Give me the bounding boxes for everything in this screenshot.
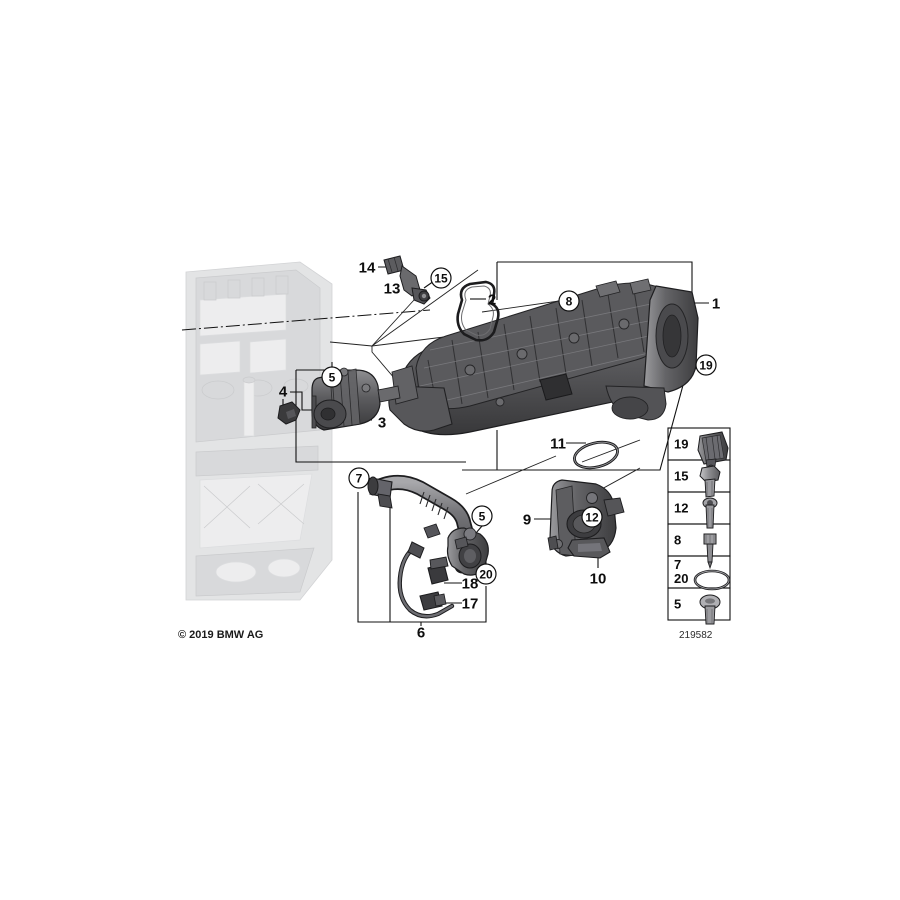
callout-text: 5 [479, 509, 486, 523]
callout-text: 19 [699, 358, 713, 372]
legend-number: 20 [674, 571, 688, 586]
callout-circle [430, 267, 452, 289]
callout-circle [475, 563, 497, 585]
callout-5-round-head-bolt-pipe: 5 [471, 505, 493, 527]
callout-text: 4 [279, 384, 288, 401]
socket-head-bolt-icon [702, 497, 718, 529]
callout-text: 15 [434, 271, 448, 285]
callout-14-sensor-plug: 14 [359, 260, 376, 277]
callout-12-socket-head-bolt: 12 [581, 506, 603, 528]
callout-text: 20 [479, 567, 493, 581]
callout-6-coolant-pipe-assembly: 6 [417, 625, 425, 642]
actuator-motor [311, 367, 401, 431]
callout-circle [581, 506, 603, 528]
callout-circle [321, 366, 343, 388]
callout-5-round-head-bolt: 5 [321, 366, 343, 388]
intake-manifold-assembly [388, 278, 699, 436]
callout-10-throttle-body-gasket: 10 [590, 571, 607, 588]
callout-19-hose-clamp: 19 [695, 354, 717, 376]
callout-text: 13 [384, 281, 401, 298]
legend-number: 5 [674, 597, 681, 612]
round-head-bolt-icon [699, 594, 721, 625]
o-ring-icon [693, 569, 731, 591]
callout-text: 12 [585, 510, 599, 524]
callout-text: 1 [712, 296, 720, 313]
callout-text: 11 [550, 436, 566, 453]
callout-text: 17 [462, 596, 479, 613]
callout-text: 18 [462, 576, 479, 593]
hex-bolt-icon [699, 465, 721, 498]
callout-circle [348, 467, 370, 489]
callout-text: 7 [356, 471, 363, 485]
center-axis-line [181, 309, 431, 331]
legend-row [667, 587, 731, 621]
diagram-id-text: 219582 [679, 630, 713, 641]
callout-text: 8 [566, 294, 573, 308]
hose-clamp-icon [697, 431, 729, 472]
legend-table: 19 15 12 8 720 5 [667, 427, 731, 621]
callout-7-o-ring: 7 [348, 467, 370, 489]
callout-9-throttle-body: 9 [523, 512, 531, 529]
callout-18-connector-large: 18 [462, 576, 479, 593]
copyright-text: © 2019 BMW AG [178, 629, 263, 641]
stud-bolt-icon [703, 533, 717, 570]
callout-text: 10 [590, 571, 607, 588]
callout-13-pressure-sensor: 13 [384, 281, 401, 298]
callout-8-stud-bolt: 8 [558, 290, 580, 312]
legend-number: 19 [674, 437, 688, 452]
callout-text: 5 [329, 370, 336, 384]
legend-number: 7 [674, 557, 681, 572]
callout-20-o-ring-seal: 20 [475, 563, 497, 585]
callout-4-sensor-bracket: 4 [279, 384, 288, 401]
callout-text: 9 [523, 512, 531, 529]
callout-17-connector-small: 17 [462, 596, 479, 613]
legend-number: 12 [674, 501, 688, 516]
callout-text: 14 [359, 260, 376, 277]
coolant-pipe-assembly [367, 475, 489, 576]
callout-3-actuator-motor: 3 [378, 415, 386, 432]
callout-circle [695, 354, 717, 376]
callout-1-intake-manifold-assembly: 1 [712, 296, 720, 313]
intake-manifold-gasket [456, 280, 500, 342]
sensor-bracket [277, 401, 301, 425]
legend-number: 15 [674, 469, 688, 484]
throttle-body-gasket [567, 537, 611, 559]
profile-gasket-o-ring [573, 440, 619, 470]
callout-circle [471, 505, 493, 527]
callout-text: 2 [488, 292, 496, 309]
callout-text: 6 [417, 625, 425, 642]
callout-2-intake-manifold-gasket: 2 [488, 292, 496, 309]
callout-text: 3 [378, 415, 386, 432]
pressure-sensor-group [383, 255, 431, 305]
sensor-cable-harness [397, 541, 455, 619]
callout-11-profile-gasket-o-ring: 11 [550, 436, 566, 453]
callout-circle [558, 290, 580, 312]
legend-number: 8 [674, 533, 681, 548]
engine-block-ghost [185, 261, 333, 601]
callout-15-hex-bolt: 15 [430, 267, 452, 289]
legend-icons [693, 431, 731, 625]
